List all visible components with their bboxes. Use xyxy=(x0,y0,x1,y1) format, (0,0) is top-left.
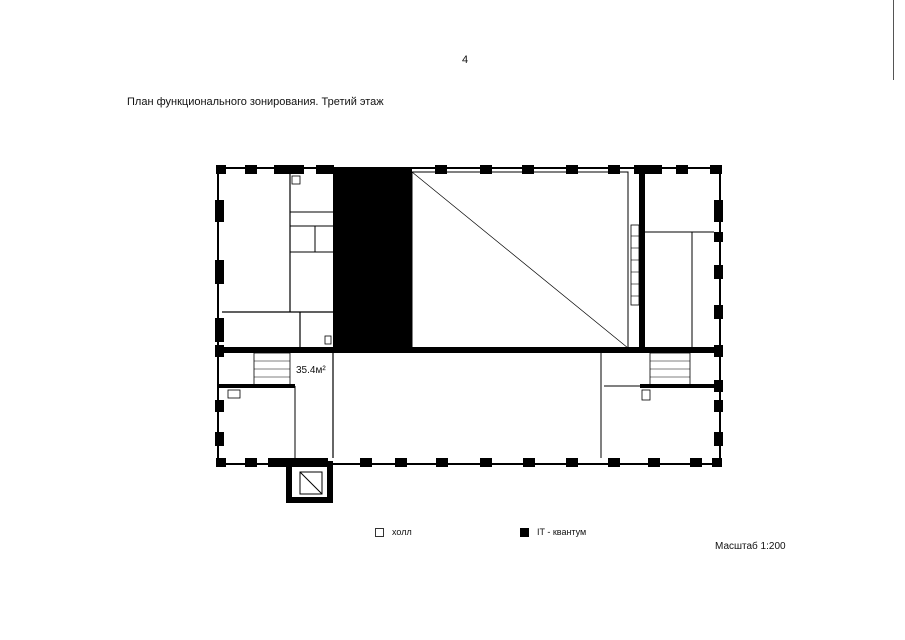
page-edge-line xyxy=(893,0,894,80)
scale-label: Масштаб 1:200 xyxy=(715,541,786,552)
legend-swatch-it xyxy=(520,527,529,537)
lower-left-rooms xyxy=(218,352,334,458)
legend-swatch-hall xyxy=(375,527,384,537)
page-number: 4 xyxy=(462,54,469,66)
legend-label-hall: холл xyxy=(392,527,412,537)
legend-label-it: IT - квантум xyxy=(537,527,587,537)
room-area-label: 35.4м² xyxy=(296,365,326,376)
plan-title: План функционального зонирования. Третий… xyxy=(127,96,384,108)
corridor-wall xyxy=(218,347,720,353)
assembly-hall xyxy=(411,171,629,349)
lower-right-rooms xyxy=(600,352,720,458)
it-kvantum-zone xyxy=(333,168,412,353)
wall-piers xyxy=(215,165,723,467)
legend-item-it: IT - квантум xyxy=(520,527,586,537)
right-upper-rooms xyxy=(630,172,714,348)
left-upper-rooms xyxy=(222,172,333,347)
legend-item-hall: холл xyxy=(375,527,412,537)
